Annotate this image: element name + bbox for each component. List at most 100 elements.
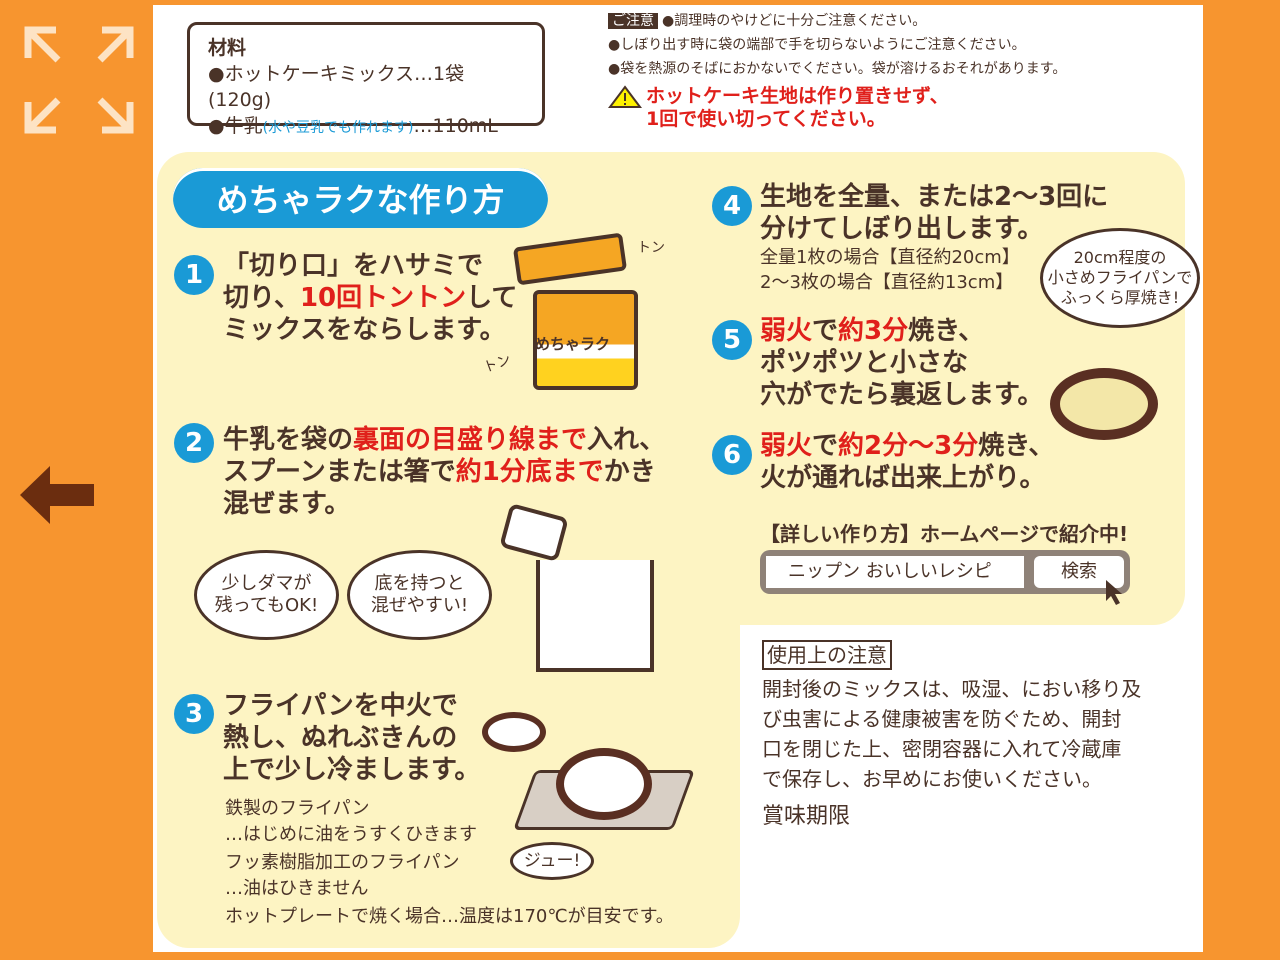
step-5-line: ポツポツと小さな bbox=[760, 348, 969, 378]
warning: ホットケーキ生地は作り置きせず、1回で使い切ってください。 bbox=[608, 85, 1066, 131]
caution-line-2: ●しぼり出す時に袋の端部で手を切らないようにご注意ください。 bbox=[608, 37, 1026, 53]
back-arrow-icon bbox=[20, 466, 94, 524]
step-1-line: 切り、10回トントンして bbox=[223, 282, 517, 314]
note: …油はひきません bbox=[225, 878, 369, 899]
step-2-number: 2 bbox=[174, 423, 214, 463]
step-2-line: 混ぜます。 bbox=[223, 489, 351, 519]
text: 入れ、 bbox=[587, 425, 666, 455]
step-3-line: 熱し、ぬれぶきんの bbox=[223, 723, 458, 753]
bubble-text: 小さめフライパンで bbox=[1047, 268, 1193, 287]
step-3-notes: 鉄製のフライパン …はじめに油をうすくひきます フッ素樹脂加工のフライパン …油… bbox=[225, 796, 674, 930]
usage-line: 口を閉じた上、密閉容器に入れて冷蔵庫 bbox=[762, 737, 1122, 761]
step-1-line: 「切り口」をハサミで bbox=[223, 251, 484, 281]
usage-notes: 使用上の注意 開封後のミックスは、吸湿、におい移り及 び虫害による健康被害を防ぐ… bbox=[762, 640, 1141, 832]
step-1-line: ミックスをならします。 bbox=[223, 315, 506, 345]
howto-title: めちゃラクな作り方 bbox=[173, 168, 548, 228]
bubble-text: 残ってもOK! bbox=[214, 595, 319, 616]
step-1-number: 1 bbox=[174, 255, 214, 295]
step-6-line: 火が通れば出来上がり。 bbox=[760, 463, 1046, 493]
step-2-text: 牛乳を袋の裏面の目盛り線まで入れ、 スプーンまたは箸で約1分底までかき 混ぜます… bbox=[223, 424, 665, 520]
text: 焼き、 bbox=[978, 431, 1055, 461]
highlight: 10回トントン bbox=[299, 283, 467, 313]
note: 鉄製のフライパン bbox=[225, 798, 370, 819]
bag-illustration: めちゃラク トン トン bbox=[481, 232, 675, 395]
milk-note: (水や豆乳でも作れます) bbox=[262, 120, 414, 136]
ingredients-box: 材料 ●ホットケーキミックス…1袋(120g) ●牛乳(水や豆乳でも作れます)…… bbox=[187, 22, 545, 137]
usage-line: 開封後のミックスは、吸湿、におい移り及 bbox=[762, 677, 1142, 701]
step-5-line: 穴がでたら裏返します。 bbox=[760, 380, 1044, 410]
step-4-line: 生地を全量、または2〜3回に bbox=[760, 182, 1109, 212]
step-4-text: 生地を全量、または2〜3回に 分けてしぼり出します。 bbox=[760, 181, 1108, 245]
step-2-line: 牛乳を袋の裏面の目盛り線まで入れ、 bbox=[223, 424, 665, 456]
step-3-text: フライパンを中火で 熱し、ぬれぶきんの 上で少し冷まします。 bbox=[223, 690, 480, 786]
warning-icon bbox=[608, 85, 642, 108]
highlight: 約1分底まで bbox=[455, 457, 604, 487]
large-pan-illustration bbox=[556, 748, 652, 820]
web-heading: 【詳しい作り方】ホームページで紹介中! bbox=[760, 522, 1129, 546]
note: …はじめに油をうすくひきます bbox=[225, 824, 477, 845]
search-field: ニップン おいしいレシピ bbox=[766, 556, 1024, 588]
cursor-icon bbox=[1106, 580, 1122, 605]
bag-label: めちゃラク bbox=[535, 335, 611, 353]
mixing-illustration bbox=[536, 560, 654, 672]
speech-bubble: 20cm程度の小さめフライパンでふっくら厚焼き! bbox=[1040, 228, 1200, 328]
bubble-text: ジュー! bbox=[523, 851, 581, 871]
step-3-number: 3 bbox=[174, 694, 214, 734]
caution-line-3: ●袋を熱源のそばにおかないでください。袋が溶けるおそれがあります。 bbox=[608, 61, 1067, 77]
size-note: 2〜3枚の場合【直径約13cm】 bbox=[760, 272, 1014, 293]
step-5-number: 5 bbox=[712, 320, 752, 360]
highlight: 約3分 bbox=[838, 316, 909, 346]
previous-button[interactable] bbox=[20, 466, 94, 524]
bubble-text: 20cm程度の bbox=[1073, 248, 1167, 267]
usage-line: び虫害による健康被害を防ぐため、開封 bbox=[762, 707, 1122, 731]
step-5-line: 弱火で約3分焼き、 bbox=[760, 315, 1043, 347]
speech-bubble: 少しダマが残ってもOK! bbox=[194, 550, 339, 640]
bubble-text: 少しダマが bbox=[221, 573, 312, 594]
pan-flipping-illustration bbox=[1050, 368, 1158, 440]
highlight: 裏面の目盛り線まで bbox=[353, 425, 588, 455]
text: 牛乳を袋の bbox=[223, 425, 354, 455]
text: かき bbox=[603, 457, 656, 487]
warning-line-1: ホットケーキ生地は作り置きせず、 bbox=[646, 85, 949, 107]
text: スプーンまたは箸で bbox=[223, 457, 456, 487]
step-3-line: フライパンを中火で bbox=[223, 691, 458, 721]
step-6-number: 6 bbox=[712, 435, 752, 475]
bubble-text: 底を持つと bbox=[374, 573, 465, 594]
size-note: 全量1枚の場合【直径約20cm】 bbox=[760, 247, 1020, 268]
step-6-text: 弱火で約2分〜3分焼き、 火が通れば出来上がり。 bbox=[760, 430, 1054, 494]
step-4-line: 分けてしぼり出します。 bbox=[760, 214, 1044, 244]
highlight: 弱火 bbox=[760, 431, 813, 461]
text: 焼き、 bbox=[908, 316, 985, 346]
milk-amount: …110mL bbox=[413, 115, 498, 137]
sound-effect: トン bbox=[637, 240, 665, 256]
step-4-number: 4 bbox=[712, 186, 752, 226]
speech-bubble: 底を持つと混ぜやすい! bbox=[347, 550, 492, 640]
sizzle-bubble: ジュー! bbox=[510, 842, 594, 880]
milk-label: ●牛乳 bbox=[208, 115, 263, 137]
ingredient-milk: ●牛乳(水や豆乳でも作れます)…110mL bbox=[208, 113, 524, 141]
bubble-text: 混ぜやすい! bbox=[370, 595, 469, 616]
highlight: 弱火 bbox=[760, 316, 813, 346]
step-5-text: 弱火で約3分焼き、 ポツポツと小さな 穴がでたら裏返します。 bbox=[760, 315, 1043, 411]
text: で bbox=[812, 431, 839, 461]
text: して bbox=[466, 283, 518, 313]
step-2-line: スプーンまたは箸で約1分底までかき bbox=[223, 456, 665, 488]
note: ホットプレートで焼く場合…温度は170℃が目安です。 bbox=[225, 906, 674, 927]
fullscreen-button[interactable] bbox=[22, 24, 136, 136]
caution-text: ●調理時のやけどに十分ご注意ください。 bbox=[662, 13, 927, 29]
caution-badge: ご注意 bbox=[608, 13, 658, 29]
text: で bbox=[812, 316, 839, 346]
warning-line-2: 1回で使い切ってください。 bbox=[646, 108, 886, 130]
highlight: 約2分〜3分 bbox=[838, 431, 979, 461]
bubble-text: ふっくら厚焼き! bbox=[1060, 288, 1180, 307]
usage-line: で保存し、お早めにお使いください。 bbox=[762, 767, 1102, 791]
expiry-label: 賞味期限 bbox=[762, 804, 851, 829]
usage-title: 使用上の注意 bbox=[762, 640, 892, 670]
step-6-line: 弱火で約2分〜3分焼き、 bbox=[760, 430, 1054, 462]
ingredients-title: 材料 bbox=[208, 37, 247, 59]
text: 切り、 bbox=[223, 283, 300, 313]
ingredient-mix: ●ホットケーキミックス…1袋(120g) bbox=[208, 63, 465, 111]
expand-arrows-icon bbox=[24, 26, 134, 134]
step-3-line: 上で少し冷まします。 bbox=[223, 755, 481, 785]
small-pan-illustration bbox=[482, 712, 546, 752]
